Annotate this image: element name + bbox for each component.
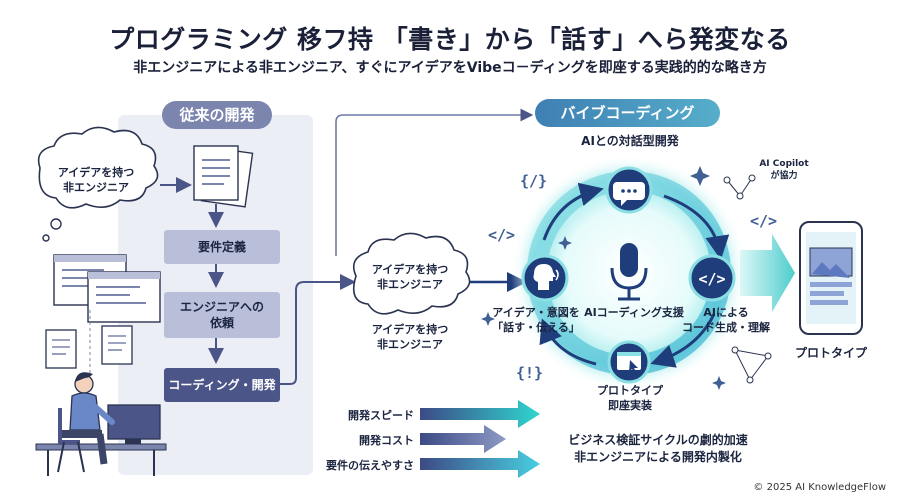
idea-cloud-middle-label: アイデアを持つ 非エンジニア bbox=[371, 263, 449, 291]
chat-icon bbox=[605, 166, 653, 214]
browser-click-icon bbox=[607, 340, 651, 384]
ai-copilot-label: AI Copilot が協力 bbox=[759, 159, 809, 181]
cycle-arrow bbox=[539, 318, 597, 366]
conclusion-text: ビジネス検証サイクルの劇的加速 非エンジニアによる開発内製化 bbox=[568, 433, 748, 464]
screen-icon bbox=[53, 254, 161, 323]
network-icon bbox=[723, 174, 772, 384]
idea-cloud-middle-caption: アイデアを持つ 非エンジニア bbox=[371, 323, 449, 351]
svg-text:</>: </> bbox=[698, 270, 725, 288]
cycle-arrow bbox=[663, 194, 730, 260]
arrow bbox=[276, 274, 356, 385]
microphone-icon bbox=[610, 243, 648, 301]
big-arrow bbox=[740, 234, 795, 312]
page-title: プログラミング 移フ持 「書き」から「話す」へら発変なる bbox=[109, 25, 791, 54]
step-requirements: 要件定義 bbox=[164, 230, 280, 264]
ai-code-generation-label: AIによる コード生成・理解 bbox=[682, 306, 770, 334]
ai-coding-support-label: AIコーディング支援 bbox=[584, 306, 684, 319]
code-icon: </> bbox=[688, 254, 736, 302]
document-icon bbox=[193, 145, 254, 208]
speak-intent-label: アイデア・意図を 「話す・伝える」 bbox=[492, 306, 580, 334]
step-request-engineer: エンジニアへの 依頼 bbox=[164, 292, 280, 338]
prototype-implementation-label: プロトタイプ 即座実装 bbox=[597, 384, 663, 412]
bar-arrow-speed bbox=[420, 400, 540, 428]
vibe-dialog-caption: AIとの対話型開発 bbox=[581, 134, 679, 148]
arrow bbox=[335, 108, 534, 256]
sparkle-icon bbox=[481, 166, 726, 390]
page-subtitle: 非エンジニアによる非エンジニア、すぐにアイデアをVibeコ－ディングを即座する実… bbox=[133, 60, 767, 76]
cycle-arrow bbox=[542, 182, 604, 241]
document-icon bbox=[45, 310, 133, 374]
code-glyphs: {/} </> </> {!} bbox=[488, 172, 777, 382]
vibe-coding-label: バイブコーディング bbox=[535, 99, 720, 127]
bar-label-clarity: 要件の伝えやすさ bbox=[326, 459, 414, 472]
bar-arrow-clarity bbox=[420, 450, 540, 478]
svg-text:{!}: {!} bbox=[516, 364, 543, 382]
smartphone-icon bbox=[799, 221, 863, 335]
traditional-label: 従来の開発 bbox=[162, 101, 272, 129]
idea-cloud-left bbox=[37, 126, 159, 242]
developer-illustration bbox=[35, 372, 167, 476]
svg-text:</>: </> bbox=[750, 212, 777, 230]
idea-cloud-middle bbox=[352, 232, 471, 315]
speaking-head-icon bbox=[521, 254, 569, 302]
cycle-arrow bbox=[650, 313, 716, 368]
step-coding: コーディング・開発 bbox=[164, 368, 280, 402]
svg-text:{/}: {/} bbox=[520, 172, 547, 190]
bar-arrow-cost bbox=[420, 425, 506, 453]
copyright: © 2025 AI KnowledgeFlow bbox=[753, 482, 886, 493]
bar-label-cost: 開発コスト bbox=[359, 434, 414, 447]
svg-text:</>: </> bbox=[488, 226, 515, 244]
prototype-label: プロトタイプ bbox=[794, 346, 867, 360]
idea-cloud-left-label: アイデアを持つ 非エンジニア bbox=[57, 166, 135, 194]
bar-label-speed: 開発スピード bbox=[348, 409, 414, 422]
